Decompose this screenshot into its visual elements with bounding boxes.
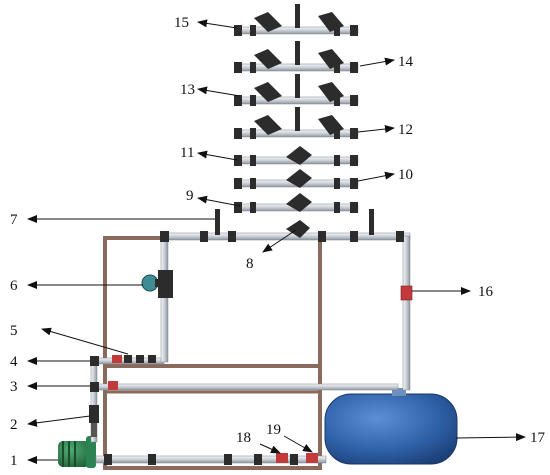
test-row-5-end-cap xyxy=(350,155,358,166)
test-row-4-coupling xyxy=(250,128,256,139)
callout-5: 5 xyxy=(10,323,18,339)
riser-stubs xyxy=(215,209,374,235)
test-row-6-end-cap xyxy=(350,178,358,189)
test-row-2-valve-right xyxy=(318,49,344,69)
test-row-2-valve-left xyxy=(254,49,282,69)
test-row-4-end-cap xyxy=(234,128,242,139)
test-row-7-coupling xyxy=(250,202,256,213)
test-row-1-valve-left xyxy=(254,12,282,32)
callout-2: 2 xyxy=(10,417,18,433)
test-row-1-riser xyxy=(295,4,300,28)
test-row-3-coupling xyxy=(334,95,340,106)
test-row-3-valve-right xyxy=(318,82,344,102)
test-row-3-riser xyxy=(295,74,300,98)
test-row-3-end-cap xyxy=(350,95,358,106)
callout-8: 8 xyxy=(246,256,254,272)
main-line-valve xyxy=(286,220,310,238)
callout-3: 3 xyxy=(10,379,18,395)
callout-4: 4 xyxy=(10,354,18,370)
test-row-7-end-cap xyxy=(350,202,358,213)
bottom-line-valves xyxy=(276,453,318,463)
test-row-4-valve-right xyxy=(318,115,344,135)
test-row-4-coupling xyxy=(334,128,340,139)
test-row-4-riser xyxy=(295,107,300,131)
callout-labels: 1 2 3 4 5 6 7 8 9 10 11 12 13 14 15 16 1… xyxy=(10,15,546,469)
test-row-5-end-cap xyxy=(234,155,242,166)
callout-1: 1 xyxy=(10,453,18,469)
callout-9: 9 xyxy=(186,188,194,204)
test-row-6-end-cap xyxy=(234,178,242,189)
test-row-2-end-cap xyxy=(350,62,358,73)
callout-17: 17 xyxy=(530,430,546,446)
test-row-3-valve-left xyxy=(254,82,282,102)
test-row-1-end-cap xyxy=(350,25,358,36)
water-tank xyxy=(324,388,458,465)
callout-15: 15 xyxy=(174,15,189,31)
test-row-1-end-cap xyxy=(234,25,242,36)
test-row-2-end-cap xyxy=(234,62,242,73)
callout-11: 11 xyxy=(180,145,194,161)
callout-13: 13 xyxy=(180,82,195,98)
test-row-3-coupling xyxy=(250,95,256,106)
test-row-7-valve xyxy=(286,193,312,212)
test-row-4-valve-left xyxy=(254,115,282,135)
test-row-1-valve-right xyxy=(318,12,344,32)
callout-12: 12 xyxy=(398,122,413,138)
callout-10: 10 xyxy=(398,167,413,183)
test-row-4-end-cap xyxy=(350,128,358,139)
test-row-1-coupling xyxy=(334,25,340,36)
callout-arrows xyxy=(27,19,526,464)
test-row-2-coupling xyxy=(334,62,340,73)
return-line-valve xyxy=(400,285,413,301)
test-row-5-coupling xyxy=(334,155,340,166)
test-row-7-end-cap xyxy=(234,202,242,213)
test-row-6-coupling xyxy=(334,178,340,189)
callout-19: 19 xyxy=(266,422,281,438)
test-row-7-coupling xyxy=(334,202,340,213)
test-row-6-valve xyxy=(286,169,312,188)
callout-7: 7 xyxy=(10,212,18,228)
test-row-5-coupling xyxy=(250,155,256,166)
callout-6: 6 xyxy=(10,278,18,294)
pipe-fittings xyxy=(89,231,404,465)
test-row-2-riser xyxy=(295,41,300,65)
pump xyxy=(58,436,96,468)
test-row-6-coupling xyxy=(250,178,256,189)
support-frame xyxy=(103,236,322,470)
test-row-3-end-cap xyxy=(234,95,242,106)
callout-14: 14 xyxy=(398,54,414,70)
callout-16: 16 xyxy=(478,284,494,300)
pressure-gauge xyxy=(141,270,173,298)
test-pipe-rows xyxy=(234,4,359,213)
valve-row xyxy=(108,355,156,390)
test-row-2-coupling xyxy=(250,62,256,73)
callout-18: 18 xyxy=(236,430,251,446)
test-row-1-coupling xyxy=(250,25,256,36)
test-row-5-valve xyxy=(286,146,312,165)
